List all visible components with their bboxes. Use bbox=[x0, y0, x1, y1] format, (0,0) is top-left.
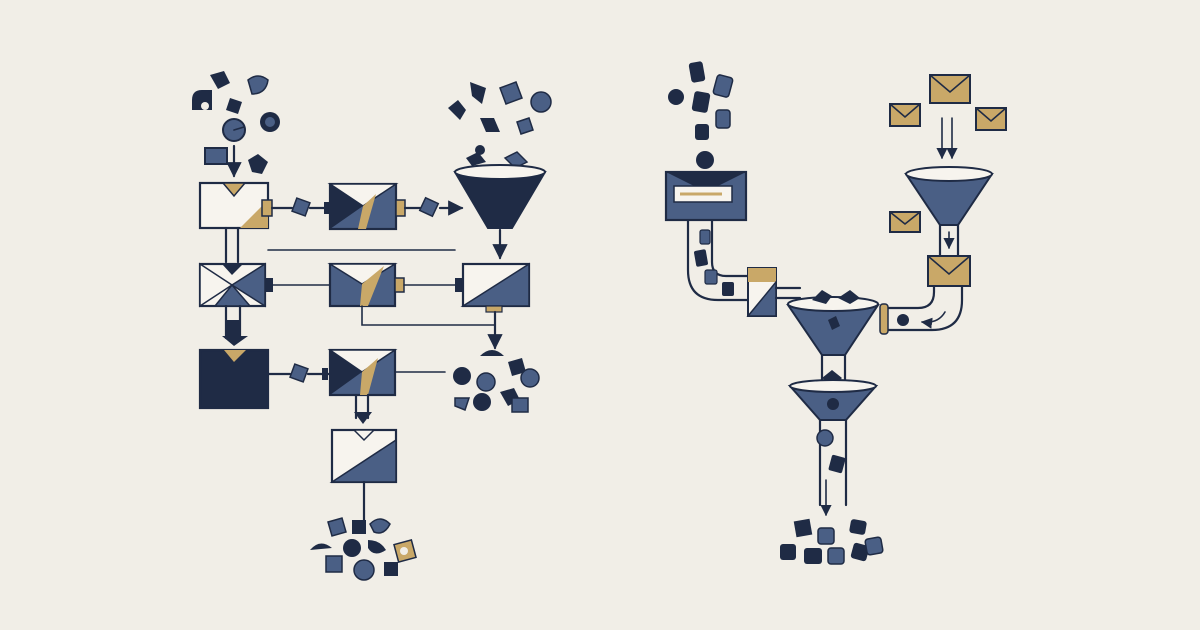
input-shapes-left bbox=[192, 71, 280, 174]
process-box-8 bbox=[329, 428, 398, 484]
pipe-contents bbox=[694, 229, 734, 296]
main-funnel bbox=[786, 290, 880, 356]
process-box-5 bbox=[460, 262, 531, 313]
envelope-icon bbox=[889, 103, 921, 127]
process-box-3 bbox=[198, 262, 273, 308]
funnel-top-right bbox=[453, 164, 547, 229]
process-box-6 bbox=[198, 348, 270, 410]
pipe-valve-box bbox=[746, 267, 777, 317]
envelope-icon bbox=[929, 74, 971, 104]
right-pipeline bbox=[664, 61, 1007, 565]
input-shapes-top bbox=[668, 61, 734, 169]
envelope-icon bbox=[889, 211, 921, 233]
process-box-1 bbox=[198, 181, 273, 230]
output-shapes-bottom-right bbox=[780, 518, 884, 565]
left-pipeline bbox=[192, 71, 552, 581]
secondary-funnel bbox=[787, 379, 879, 421]
process-box-4 bbox=[327, 262, 405, 308]
output-shapes-bottom-left bbox=[310, 517, 417, 581]
envelope-icon bbox=[975, 107, 1007, 131]
input-shapes-right bbox=[448, 81, 552, 169]
process-box-2 bbox=[327, 182, 406, 231]
envelope-box bbox=[927, 255, 971, 287]
intake-box bbox=[664, 170, 748, 222]
process-box-7 bbox=[327, 348, 398, 397]
envelope-icons bbox=[889, 74, 1007, 233]
output-shapes-right-middle bbox=[453, 350, 540, 413]
